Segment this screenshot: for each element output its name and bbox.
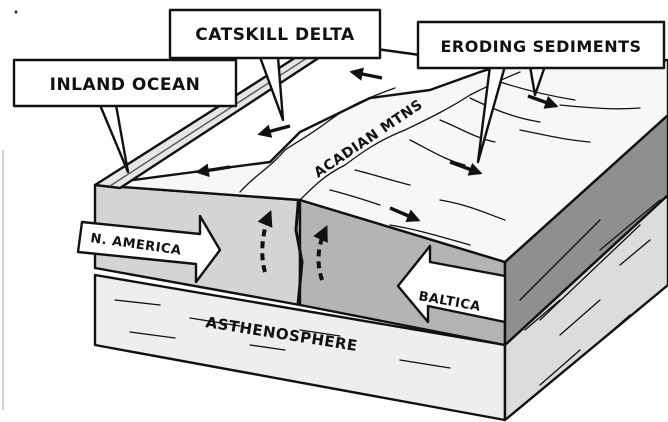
eroding-sediments-label: ERODING SEDIMENTS (440, 37, 641, 56)
catskill-delta-label: CATSKILL DELTA (195, 25, 355, 45)
corner-dot (15, 11, 18, 14)
flow-arrow (352, 72, 382, 78)
inland-ocean-label: INLAND OCEAN (50, 75, 201, 95)
flow-arrow (260, 126, 290, 134)
inland-ocean-pointer (100, 105, 128, 172)
